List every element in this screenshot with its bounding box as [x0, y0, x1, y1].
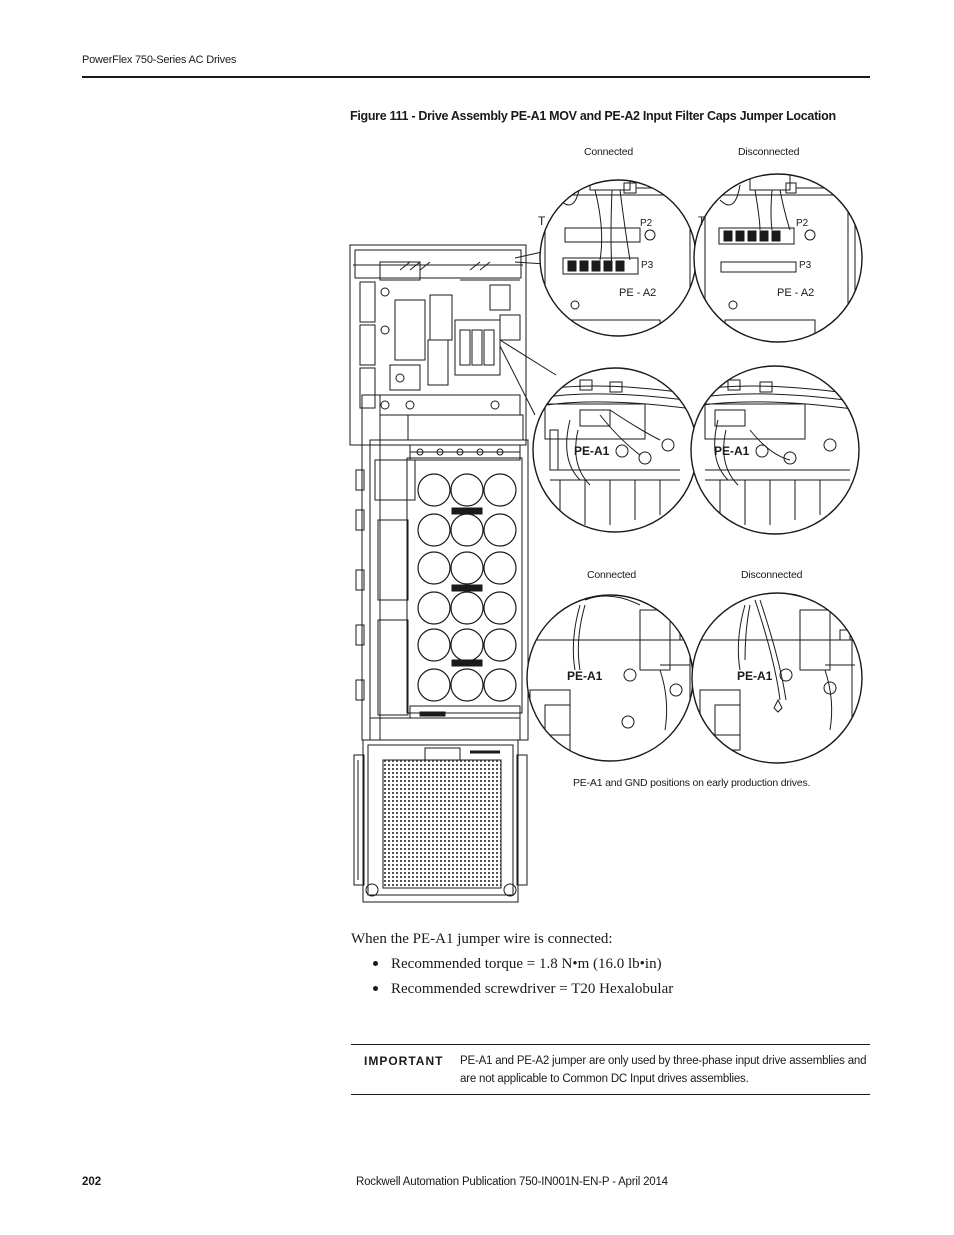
bullet-dot [373, 961, 378, 967]
label-top-connected: Connected [584, 146, 633, 158]
drive-cabinet [349, 244, 529, 903]
label-bottom-disconnected: Disconnected [741, 569, 803, 581]
p2-label-2: P2 [796, 218, 809, 229]
pe-a1-label-2: PE-A1 [714, 444, 750, 458]
important-text: PE-A1 and PE-A2 jumper are only used by … [460, 1055, 867, 1085]
pe-a2-label-2: PE - A2 [777, 287, 814, 299]
callout-leaders [499, 251, 557, 416]
pe-a1-label-1: PE-A1 [574, 444, 610, 458]
p3-label-1: P3 [641, 260, 654, 271]
intro-text: When the PE-A1 jumper wire is connected: [351, 931, 613, 947]
page-number: 202 [82, 1176, 102, 1188]
bullet-screwdriver-text: Recommended screwdriver = T20 Hexalobula… [391, 981, 674, 997]
publication-footer: Rockwell Automation Publication 750-IN00… [356, 1176, 668, 1188]
bullet-torque: Recommended torque = 1.8 N•m (16.0 lb•in… [373, 956, 662, 973]
figure-caption: Figure 111 - Drive Assembly PE-A1 MOV an… [350, 109, 836, 123]
important-label: IMPORTANT [364, 1054, 444, 1068]
p3-label-2: P3 [799, 260, 812, 271]
svg-text:T: T [538, 214, 546, 228]
bullet-screwdriver: Recommended screwdriver = T20 Hexalobula… [373, 981, 673, 998]
callout-top-disconnected: P2 P3 PE - A2 T [693, 173, 863, 343]
important-top-rule [351, 1044, 870, 1045]
pe-a1-label-4: PE-A1 [737, 669, 773, 683]
p2-label-1: P2 [640, 218, 653, 229]
callout-bottom-disconnected: PE-A1 [691, 592, 863, 764]
header-rule [82, 76, 870, 78]
drive-assembly-illustration: P2 P3 PE - A2 T P2 P3 PE - A2 T [349, 173, 863, 903]
label-bottom-connected: Connected [587, 569, 636, 581]
important-bottom-rule [351, 1094, 870, 1095]
bullet-dot [373, 986, 378, 992]
early-production-note: PE-A1 and GND positions on early product… [573, 777, 811, 789]
callout-bottom-connected: PE-A1 [526, 594, 694, 762]
pe-a1-label-3: PE-A1 [567, 669, 603, 683]
callout-middle-disconnected: PE-A1 [690, 365, 860, 535]
callout-middle-connected: PE-A1 [532, 367, 698, 533]
running-header: PowerFlex 750-Series AC Drives [82, 54, 237, 66]
pe-a2-label-1: PE - A2 [619, 287, 656, 299]
label-top-disconnected: Disconnected [738, 146, 800, 158]
callout-top-connected: P2 P3 PE - A2 T [538, 179, 697, 337]
svg-text:T: T [698, 214, 706, 228]
bullet-torque-text: Recommended torque = 1.8 N•m (16.0 lb•in… [391, 956, 662, 972]
